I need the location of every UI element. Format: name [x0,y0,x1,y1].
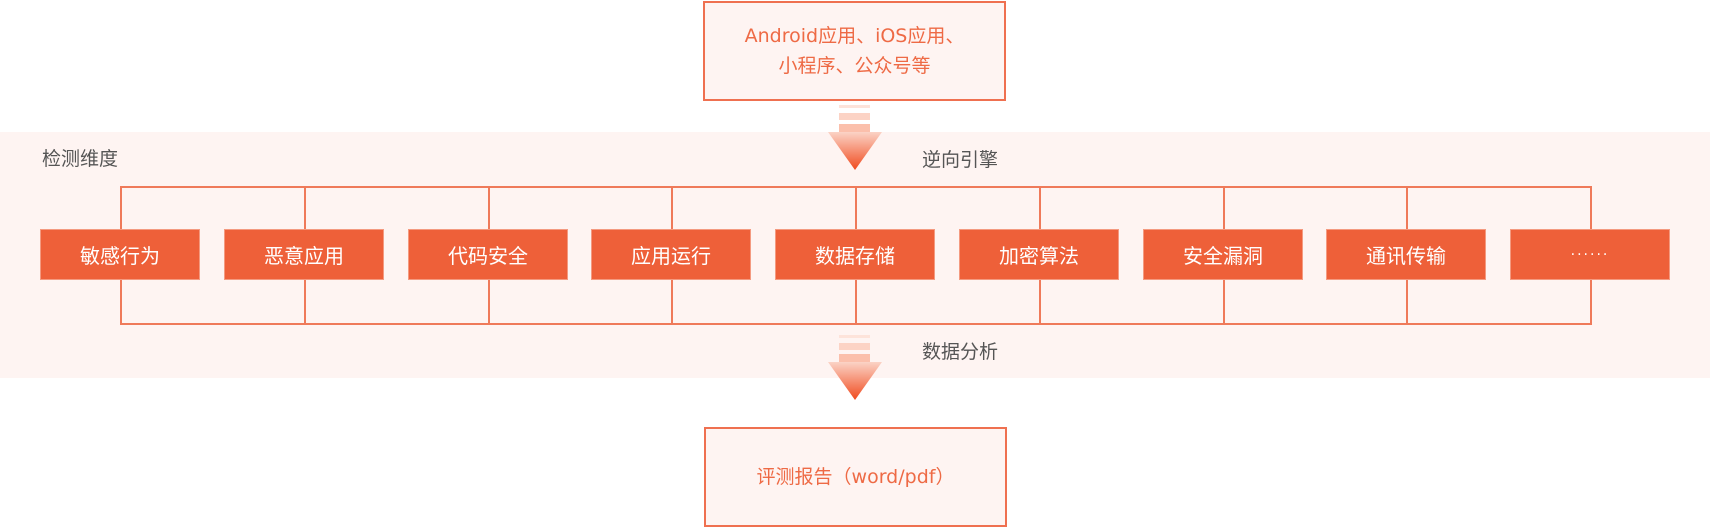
bracket-connector-top [671,186,673,229]
bracket-connector-bottom [488,280,490,325]
bracket-connector-bottom [1406,280,1408,325]
dimension-box: ······ [1510,229,1670,280]
bracket-connector-top [855,186,857,229]
dimension-box: 加密算法 [959,229,1119,280]
bracket-connector-top [488,186,490,229]
bracket-connector-bottom [120,280,122,325]
dimension-box: 应用运行 [591,229,751,280]
bracket-connector-bottom [1223,280,1225,325]
dimension-box: 安全漏洞 [1143,229,1303,280]
bracket-connector-top [304,186,306,229]
bracket-connector-bottom [1039,280,1041,325]
down-arrow-icon [828,105,882,170]
bracket-connector-bottom [671,280,673,325]
bracket-connector-top [120,186,122,229]
dimension-box: 通讯传输 [1326,229,1486,280]
dimension-label: 数据存储 [815,244,895,268]
bracket-connector-top [1590,186,1592,229]
dimension-box: 数据存储 [775,229,935,280]
report-label: 评测报告（word/pdf） [756,466,955,488]
dimension-box: 恶意应用 [224,229,384,280]
detection-dimension-label: 检测维度 [42,148,119,170]
bracket-connector-top [1406,186,1408,229]
report-output-box: 评测报告（word/pdf） [704,427,1007,527]
input-source-box: Android应用、iOS应用、 小程序、公众号等 [703,1,1006,101]
dimension-label: 代码安全 [448,244,528,268]
data-analysis-label: 数据分析 [922,341,999,363]
dimension-box: 敏感行为 [40,229,200,280]
input-source-line-2: 小程序、公众号等 [778,55,931,77]
dimension-label: 敏感行为 [80,244,160,268]
bracket-connector-bottom [855,280,857,325]
bracket-connector-bottom [1590,280,1592,325]
dimension-label: ······ [1570,246,1610,263]
dimension-box: 代码安全 [408,229,568,280]
reverse-engine-label: 逆向引擎 [922,149,999,171]
dimension-label: 恶意应用 [264,244,344,268]
bracket-connector-top [1223,186,1225,229]
dimension-label: 安全漏洞 [1183,244,1263,268]
bracket-connector-bottom [304,280,306,325]
bracket-connector-top [1039,186,1041,229]
input-source-line-1: Android应用、iOS应用、 [744,25,965,47]
dimension-label: 应用运行 [631,244,711,268]
dimension-label: 通讯传输 [1366,244,1446,268]
dimension-label: 加密算法 [999,244,1079,268]
down-arrow-icon [828,335,882,400]
